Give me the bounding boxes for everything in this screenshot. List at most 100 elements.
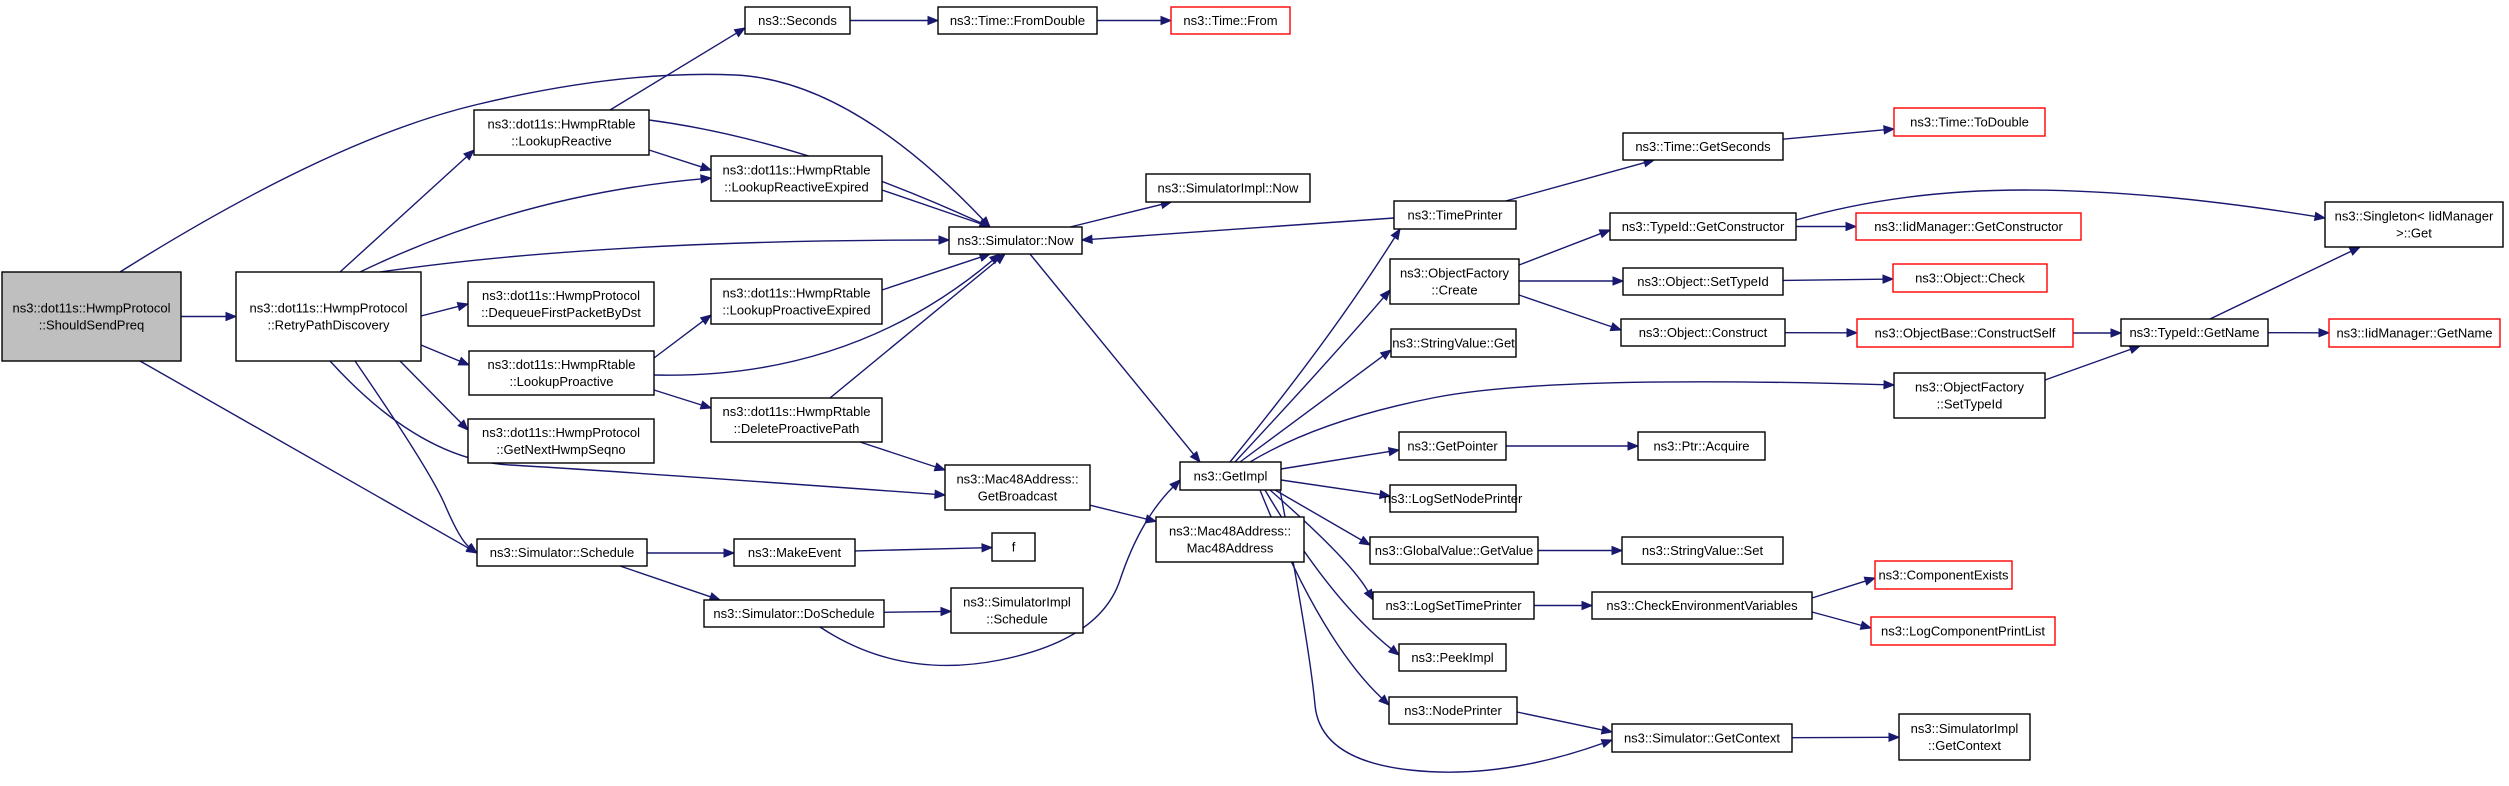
call-edge-get_impl-to-time_printer	[1229, 227, 1401, 463]
node-component-exists[interactable]: ns3::ComponentExists	[1874, 560, 2013, 590]
node-label: ::GetContext	[1928, 738, 2001, 753]
arrowhead-icon	[225, 311, 238, 322]
node-lookup-proactive-expired[interactable]: ns3::dot11s::HwmpRtable::LookupProactive…	[710, 278, 883, 325]
node-peek-impl[interactable]: ns3::PeekImpl	[1398, 643, 1507, 672]
node-box	[1870, 616, 2056, 646]
edge-line	[653, 320, 704, 359]
node-simulator-now[interactable]: ns3::Simulator::Now	[948, 226, 1083, 255]
node-object-construct[interactable]: ns3::Object::Construct	[1620, 318, 1786, 347]
node-label: ns3::SimulatorImpl::Now	[1158, 181, 1299, 196]
node-typeid-get-name[interactable]: ns3::TypeId::GetName	[2120, 318, 2269, 347]
edge-line	[883, 610, 942, 613]
node-simulator-impl-get-context[interactable]: ns3::SimulatorImpl::GetContext	[1898, 713, 2031, 761]
node-time-from[interactable]: ns3::Time::From	[1170, 6, 1291, 35]
node-string-value-set[interactable]: ns3::StringValue::Set	[1621, 536, 1784, 565]
node-label: ::LookupReactiveExpired	[724, 180, 869, 195]
node-label: ns3::dot11s::HwmpProtocol	[13, 301, 171, 316]
edge-line	[1518, 232, 1601, 266]
node-box	[1372, 591, 1535, 620]
node-log-component-print-list[interactable]: ns3::LogComponentPrintList	[1870, 616, 2056, 646]
node-box	[703, 599, 885, 628]
node-label: ::Create	[1431, 283, 1477, 298]
arrowhead-icon	[1883, 125, 1896, 135]
node-label: ns3::TimePrinter	[1408, 208, 1504, 223]
node-should-send-preq[interactable]: ns3::dot11s::HwmpProtocol::ShouldSendPre…	[1, 271, 182, 362]
node-time-get-seconds[interactable]: ns3::Time::GetSeconds	[1622, 132, 1784, 161]
node-do-schedule[interactable]: ns3::Simulator::DoSchedule	[703, 599, 885, 628]
node-simulator-get-context[interactable]: ns3::Simulator::GetContext	[1611, 723, 1793, 753]
call-edge-delete_proactive_path-to-get_broadcast	[859, 441, 947, 472]
arrowhead-icon	[699, 162, 713, 172]
arrowhead-icon	[1600, 739, 1614, 748]
node-get-next-hwmp-seqno[interactable]: ns3::dot11s::HwmpProtocol::GetNextHwmpSe…	[467, 418, 655, 464]
node-typeid-get-constructor[interactable]: ns3::TypeId::GetConstructor	[1609, 212, 1797, 241]
node-delete-proactive-path[interactable]: ns3::dot11s::HwmpRtable::DeleteProactive…	[710, 397, 883, 443]
node-simulator-schedule[interactable]: ns3::Simulator::Schedule	[476, 538, 648, 567]
node-lookup-reactive[interactable]: ns3::dot11s::HwmpRtable::LookupReactive	[473, 109, 650, 156]
arrowhead-icon	[1379, 349, 1393, 361]
node-ptr-acquire[interactable]: ns3::Ptr::Acquire	[1637, 431, 1766, 461]
node-label: ns3::Time::GetSeconds	[1635, 139, 1771, 154]
node-f[interactable]: f	[991, 532, 1036, 562]
edge-line	[1239, 355, 1384, 463]
node-time-from-double[interactable]: ns3::Time::FromDouble	[937, 6, 1098, 35]
node-log-set-time-printer[interactable]: ns3::LogSetTimePrinter	[1372, 591, 1535, 620]
node-singleton-get[interactable]: ns3::Singleton< IidManager>::Get	[2324, 201, 2504, 248]
node-object-check[interactable]: ns3::Object::Check	[1892, 263, 2048, 293]
node-label: ns3::StringValue::Set	[1642, 543, 1764, 558]
node-lookup-reactive-expired[interactable]: ns3::dot11s::HwmpRtable::LookupReactiveE…	[710, 155, 883, 202]
node-label: ns3::NodePrinter	[1404, 703, 1502, 718]
node-object-factory-set-type-id[interactable]: ns3::ObjectFactory::SetTypeId	[1893, 372, 2046, 419]
call-edge-do_schedule-to-simulator_impl_schedule	[883, 606, 953, 617]
node-label: ns3::SimulatorImpl	[1911, 721, 2019, 736]
node-get-pointer[interactable]: ns3::GetPointer	[1398, 431, 1507, 461]
node-get-broadcast[interactable]: ns3::Mac48Address::GetBroadcast	[944, 464, 1091, 511]
edge-line	[1029, 253, 1195, 455]
node-time-to-double[interactable]: ns3::Time::ToDouble	[1893, 107, 2046, 137]
node-get-impl[interactable]: ns3::GetImpl	[1179, 461, 1282, 491]
node-box	[1398, 643, 1507, 672]
arrowhead-icon	[938, 235, 951, 245]
node-label: ::LookupProactiveExpired	[722, 303, 870, 318]
node-label: ::LookupProactive	[509, 374, 613, 389]
call-edge-retry_path_discovery-to-get_next_hwmp_seqno	[399, 360, 469, 431]
node-retry-path-discovery[interactable]: ns3::dot11s::HwmpProtocol::RetryPathDisc…	[235, 271, 422, 362]
node-string-value-get[interactable]: ns3::StringValue::Get	[1390, 328, 1517, 358]
node-label: ns3::Object::SetTypeId	[1637, 274, 1769, 289]
edge-line	[859, 441, 936, 468]
node-mac48-address[interactable]: ns3::Mac48Address::Mac48Address	[1155, 516, 1305, 563]
node-make-event[interactable]: ns3::MakeEvent	[733, 538, 856, 567]
call-edge-lookup_reactive-to-seconds	[609, 27, 747, 111]
arrowhead-icon	[1863, 576, 1877, 586]
node-label: ns3::ObjectFactory	[1915, 380, 2025, 395]
node-log-set-node-printer[interactable]: ns3::LogSetNodePrinter	[1384, 484, 1523, 513]
node-node-printer[interactable]: ns3::NodePrinter	[1388, 696, 1518, 725]
edge-line	[339, 156, 468, 273]
node-iid-manager-get-name[interactable]: ns3::IidManager::GetName	[2328, 318, 2501, 348]
node-simulator-impl-now[interactable]: ns3::SimulatorImpl::Now	[1145, 173, 1311, 203]
call-edge-object_construct-to-construct_self	[1784, 328, 1859, 338]
node-time-printer[interactable]: ns3::TimePrinter	[1393, 200, 1517, 230]
node-box	[2324, 201, 2504, 248]
node-lookup-proactive[interactable]: ns3::dot11s::HwmpRtable::LookupProactive	[468, 350, 655, 396]
node-object-factory-create[interactable]: ns3::ObjectFactory::Create	[1389, 258, 1520, 305]
node-label: ::LookupReactive	[511, 134, 611, 149]
arrowhead-icon	[1845, 221, 1858, 232]
node-dequeue-first-packet[interactable]: ns3::dot11s::HwmpProtocol::DequeueFirstP…	[467, 281, 655, 327]
node-seconds[interactable]: ns3::Seconds	[744, 6, 851, 35]
node-iid-manager-get-constructor[interactable]: ns3::IidManager::GetConstructor	[1855, 212, 2082, 241]
node-label: Mac48Address	[1187, 541, 1274, 556]
edge-line	[399, 360, 462, 424]
arrowhead-icon	[927, 15, 940, 26]
node-construct-self[interactable]: ns3::ObjectBase::ConstructSelf	[1856, 318, 2074, 348]
call-nodes: ns3::dot11s::HwmpProtocol::ShouldSendPre…	[1, 6, 2504, 761]
call-edge-simulator_schedule-to-do_schedule	[619, 565, 722, 602]
node-object-set-type-id[interactable]: ns3::Object::SetTypeId	[1622, 267, 1784, 296]
arrowhead-icon	[465, 542, 479, 554]
node-global-value-get-value[interactable]: ns3::GlobalValue::GetValue	[1369, 536, 1539, 565]
node-check-env-vars[interactable]: ns3::CheckEnvironmentVariables	[1591, 591, 1813, 620]
node-label: f	[1012, 540, 1016, 555]
node-simulator-impl-schedule[interactable]: ns3::SimulatorImpl::Schedule	[950, 587, 1084, 634]
node-label: ns3::Time::ToDouble	[1910, 115, 2029, 130]
call-edge-get_impl-to-simulator_get_context	[1279, 489, 1614, 773]
